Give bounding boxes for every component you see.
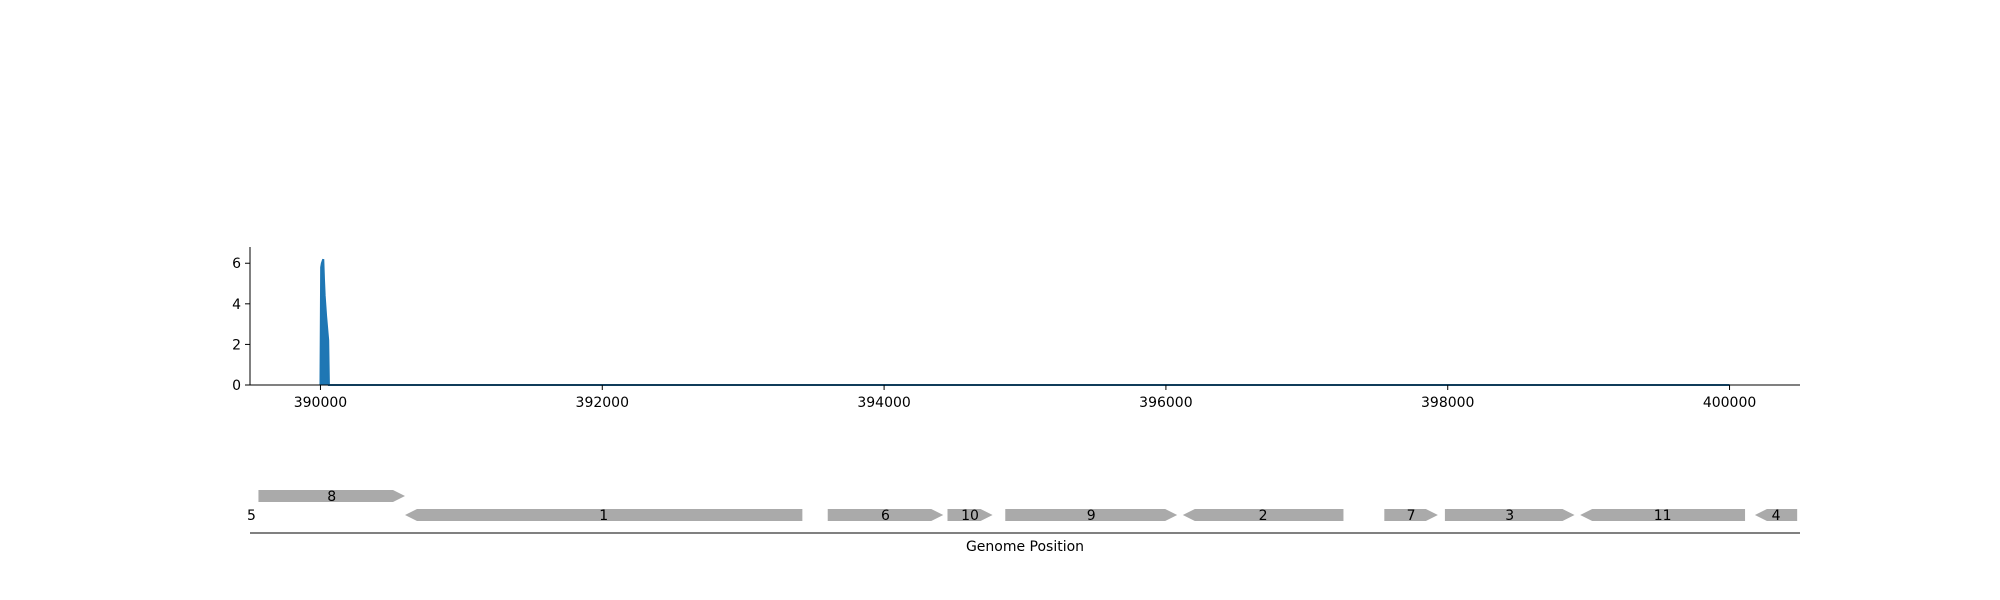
x-tick-label: 400000 bbox=[1703, 395, 1756, 411]
gene-label: 9 bbox=[1087, 508, 1096, 524]
gene-arrow bbox=[827, 509, 944, 521]
y-tick-label: 2 bbox=[232, 337, 241, 353]
y-tick-label: 4 bbox=[232, 297, 241, 313]
gene-label: 11 bbox=[1654, 508, 1672, 524]
y-tick-label: 0 bbox=[232, 378, 241, 394]
coverage-plot: 0 2 4 6 390000 392000 394000 396000 398000 400000 bbox=[232, 247, 1800, 411]
gene-arrow bbox=[1444, 509, 1575, 521]
gene-arrow bbox=[1754, 509, 1798, 521]
gene-label: 7 bbox=[1407, 508, 1416, 524]
coverage-line bbox=[319, 258, 1730, 386]
coverage-area bbox=[320, 259, 1730, 385]
x-tick-label: 392000 bbox=[576, 395, 629, 411]
gene-arrow bbox=[1384, 509, 1438, 521]
gene-label: 3 bbox=[1505, 508, 1514, 524]
gene-label: 2 bbox=[1259, 508, 1268, 524]
x-axis-title: Genome Position bbox=[966, 539, 1084, 555]
gene-arrow bbox=[405, 509, 803, 521]
gene-label: 4 bbox=[1772, 508, 1781, 524]
gene-label: 5 bbox=[247, 508, 256, 524]
gene-arrow bbox=[947, 509, 993, 521]
x-tick-label: 394000 bbox=[857, 395, 910, 411]
y-tick-label: 6 bbox=[232, 256, 241, 272]
x-tick-label: 398000 bbox=[1421, 395, 1474, 411]
gene-label: 10 bbox=[961, 508, 979, 524]
x-tick-label: 390000 bbox=[294, 395, 347, 411]
gene-arrow bbox=[1182, 509, 1344, 521]
x-tick-label: 396000 bbox=[1139, 395, 1192, 411]
gene-label: 6 bbox=[881, 508, 890, 524]
gene-label: 8 bbox=[327, 489, 336, 505]
gene-arrow bbox=[1005, 509, 1178, 521]
gene-arrow bbox=[1580, 509, 1746, 521]
gene-arrow bbox=[258, 490, 405, 502]
gene-label: 1 bbox=[599, 508, 608, 524]
